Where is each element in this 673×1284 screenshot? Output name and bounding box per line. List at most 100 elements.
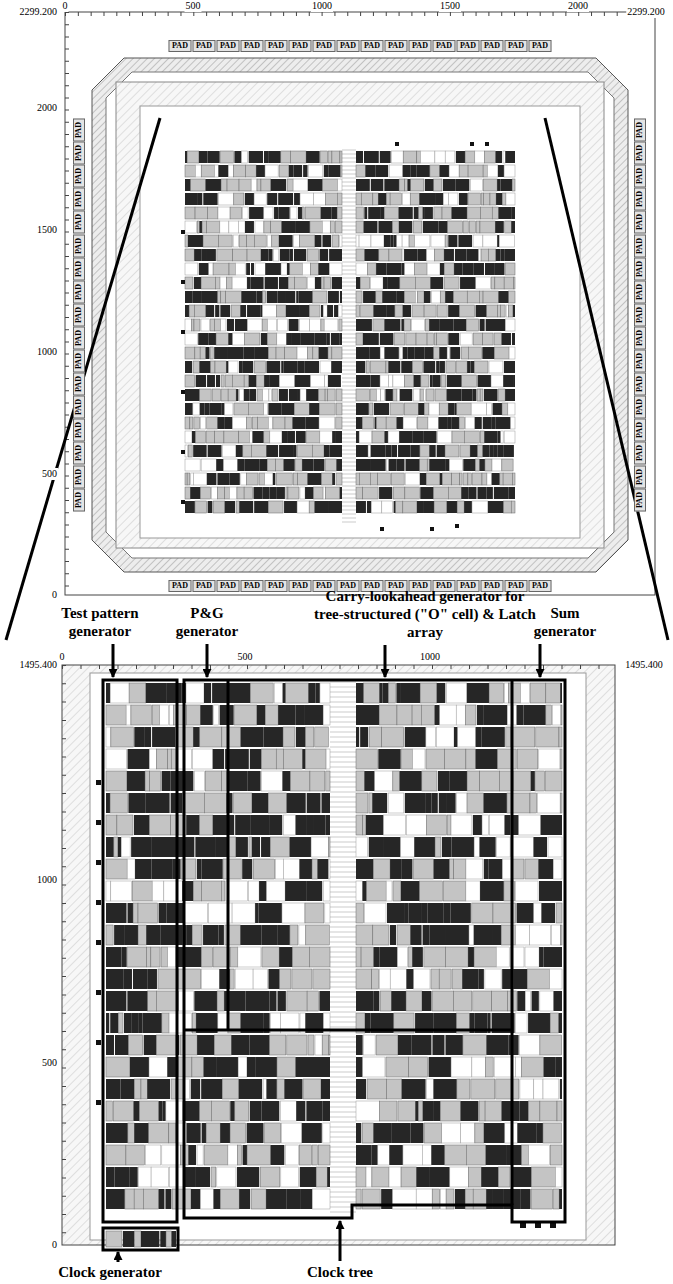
layout-cell (504, 249, 515, 261)
layout-cell (235, 263, 245, 275)
layout-cell (437, 727, 454, 747)
layout-shape (455, 524, 459, 528)
layout-cell (326, 749, 330, 769)
routing-wire (342, 222, 356, 223)
layout-cell (477, 487, 486, 499)
routing-wire (342, 362, 356, 363)
layout-cell (327, 305, 333, 317)
layout-cell (148, 969, 157, 989)
layout-cell (321, 151, 328, 163)
layout-cell (313, 1145, 318, 1165)
layout-cell (172, 1189, 191, 1209)
layout-cell (258, 903, 282, 923)
layout-cell (402, 193, 410, 205)
layout-cell (393, 771, 400, 791)
layout-cell (214, 347, 228, 359)
layout-cell (279, 445, 294, 457)
layout-cell (268, 793, 286, 813)
layout-cell (315, 501, 328, 513)
layout-cell (367, 501, 371, 513)
layout-cell (496, 151, 502, 163)
routing-wire (330, 857, 356, 858)
layout-cell (283, 683, 286, 703)
layout-cell (387, 903, 405, 923)
layout-cell (299, 235, 315, 247)
layout-cell (273, 417, 285, 429)
layout-cell (207, 417, 218, 429)
layout-cell (498, 207, 511, 219)
layout-cell (356, 207, 363, 219)
layout-cell (450, 771, 467, 791)
layout-cell (195, 207, 208, 219)
layout-cell (214, 165, 218, 177)
layout-cell (305, 705, 323, 725)
layout-cell (356, 1101, 379, 1121)
layout-cell (219, 193, 234, 205)
layout-cell (379, 969, 390, 989)
layout-cell (185, 347, 195, 359)
layout-cell (509, 347, 515, 359)
layout-cell (114, 925, 124, 945)
layout-cell (505, 815, 511, 835)
layout-cell (302, 1123, 322, 1143)
layout-cell (356, 445, 368, 457)
layout-cell (149, 1057, 167, 1077)
layout-cell (325, 193, 337, 205)
layout-cell (156, 1035, 175, 1055)
layout-cell (290, 771, 309, 791)
layout-shape (6, 118, 160, 640)
pad-label: PAD (265, 40, 288, 52)
layout-cell (194, 249, 202, 261)
layout-shape (112, 644, 115, 677)
layout-cell (456, 151, 465, 163)
routing-wire (330, 962, 356, 963)
layout-cell (524, 705, 546, 725)
layout-cell (506, 727, 511, 747)
layout-cell (492, 459, 502, 471)
layout-cell (264, 207, 273, 219)
layout-cell (269, 991, 276, 1011)
layout-cell (501, 431, 503, 443)
layout-cell (531, 1189, 552, 1209)
layout-cell (249, 151, 263, 163)
layout-cell (511, 501, 515, 513)
layout-cell (328, 347, 332, 359)
layout-cell (277, 487, 285, 499)
layout-cell (440, 1101, 460, 1121)
layout-cell (464, 221, 469, 233)
layout-cell (340, 235, 342, 247)
layout-cell (420, 473, 426, 485)
layout-cell (376, 389, 380, 401)
pad-label: PAD (634, 303, 646, 326)
layout-cell (134, 1189, 143, 1209)
layout-cell (403, 305, 411, 317)
layout-cell (408, 179, 411, 191)
layout-cell (326, 771, 330, 791)
layout-cell (443, 193, 448, 205)
layout-cell (403, 151, 417, 163)
layout-cell (482, 193, 484, 205)
layout-cell (243, 207, 249, 219)
layout-cell (150, 815, 171, 835)
layout-cell (560, 1079, 562, 1099)
layout-cell (373, 319, 385, 331)
layout-cell (211, 361, 215, 373)
layout-cell (320, 683, 330, 703)
layout-cell (477, 389, 480, 401)
layout-cell (413, 221, 422, 233)
layout-cell (243, 1145, 247, 1165)
layout-cell (427, 1079, 434, 1099)
layout-cell (236, 501, 239, 513)
layout-cell (296, 431, 306, 443)
layout-cell (376, 291, 383, 303)
layout-cell (520, 1035, 540, 1055)
layout-cell (413, 389, 420, 401)
layout-cell (384, 319, 400, 331)
routing-wire (330, 902, 356, 903)
layout-cell (213, 815, 234, 835)
layout-cell (323, 881, 330, 901)
layout-cell (480, 837, 496, 857)
layout-cell (452, 969, 462, 989)
layout-cell (316, 683, 320, 703)
